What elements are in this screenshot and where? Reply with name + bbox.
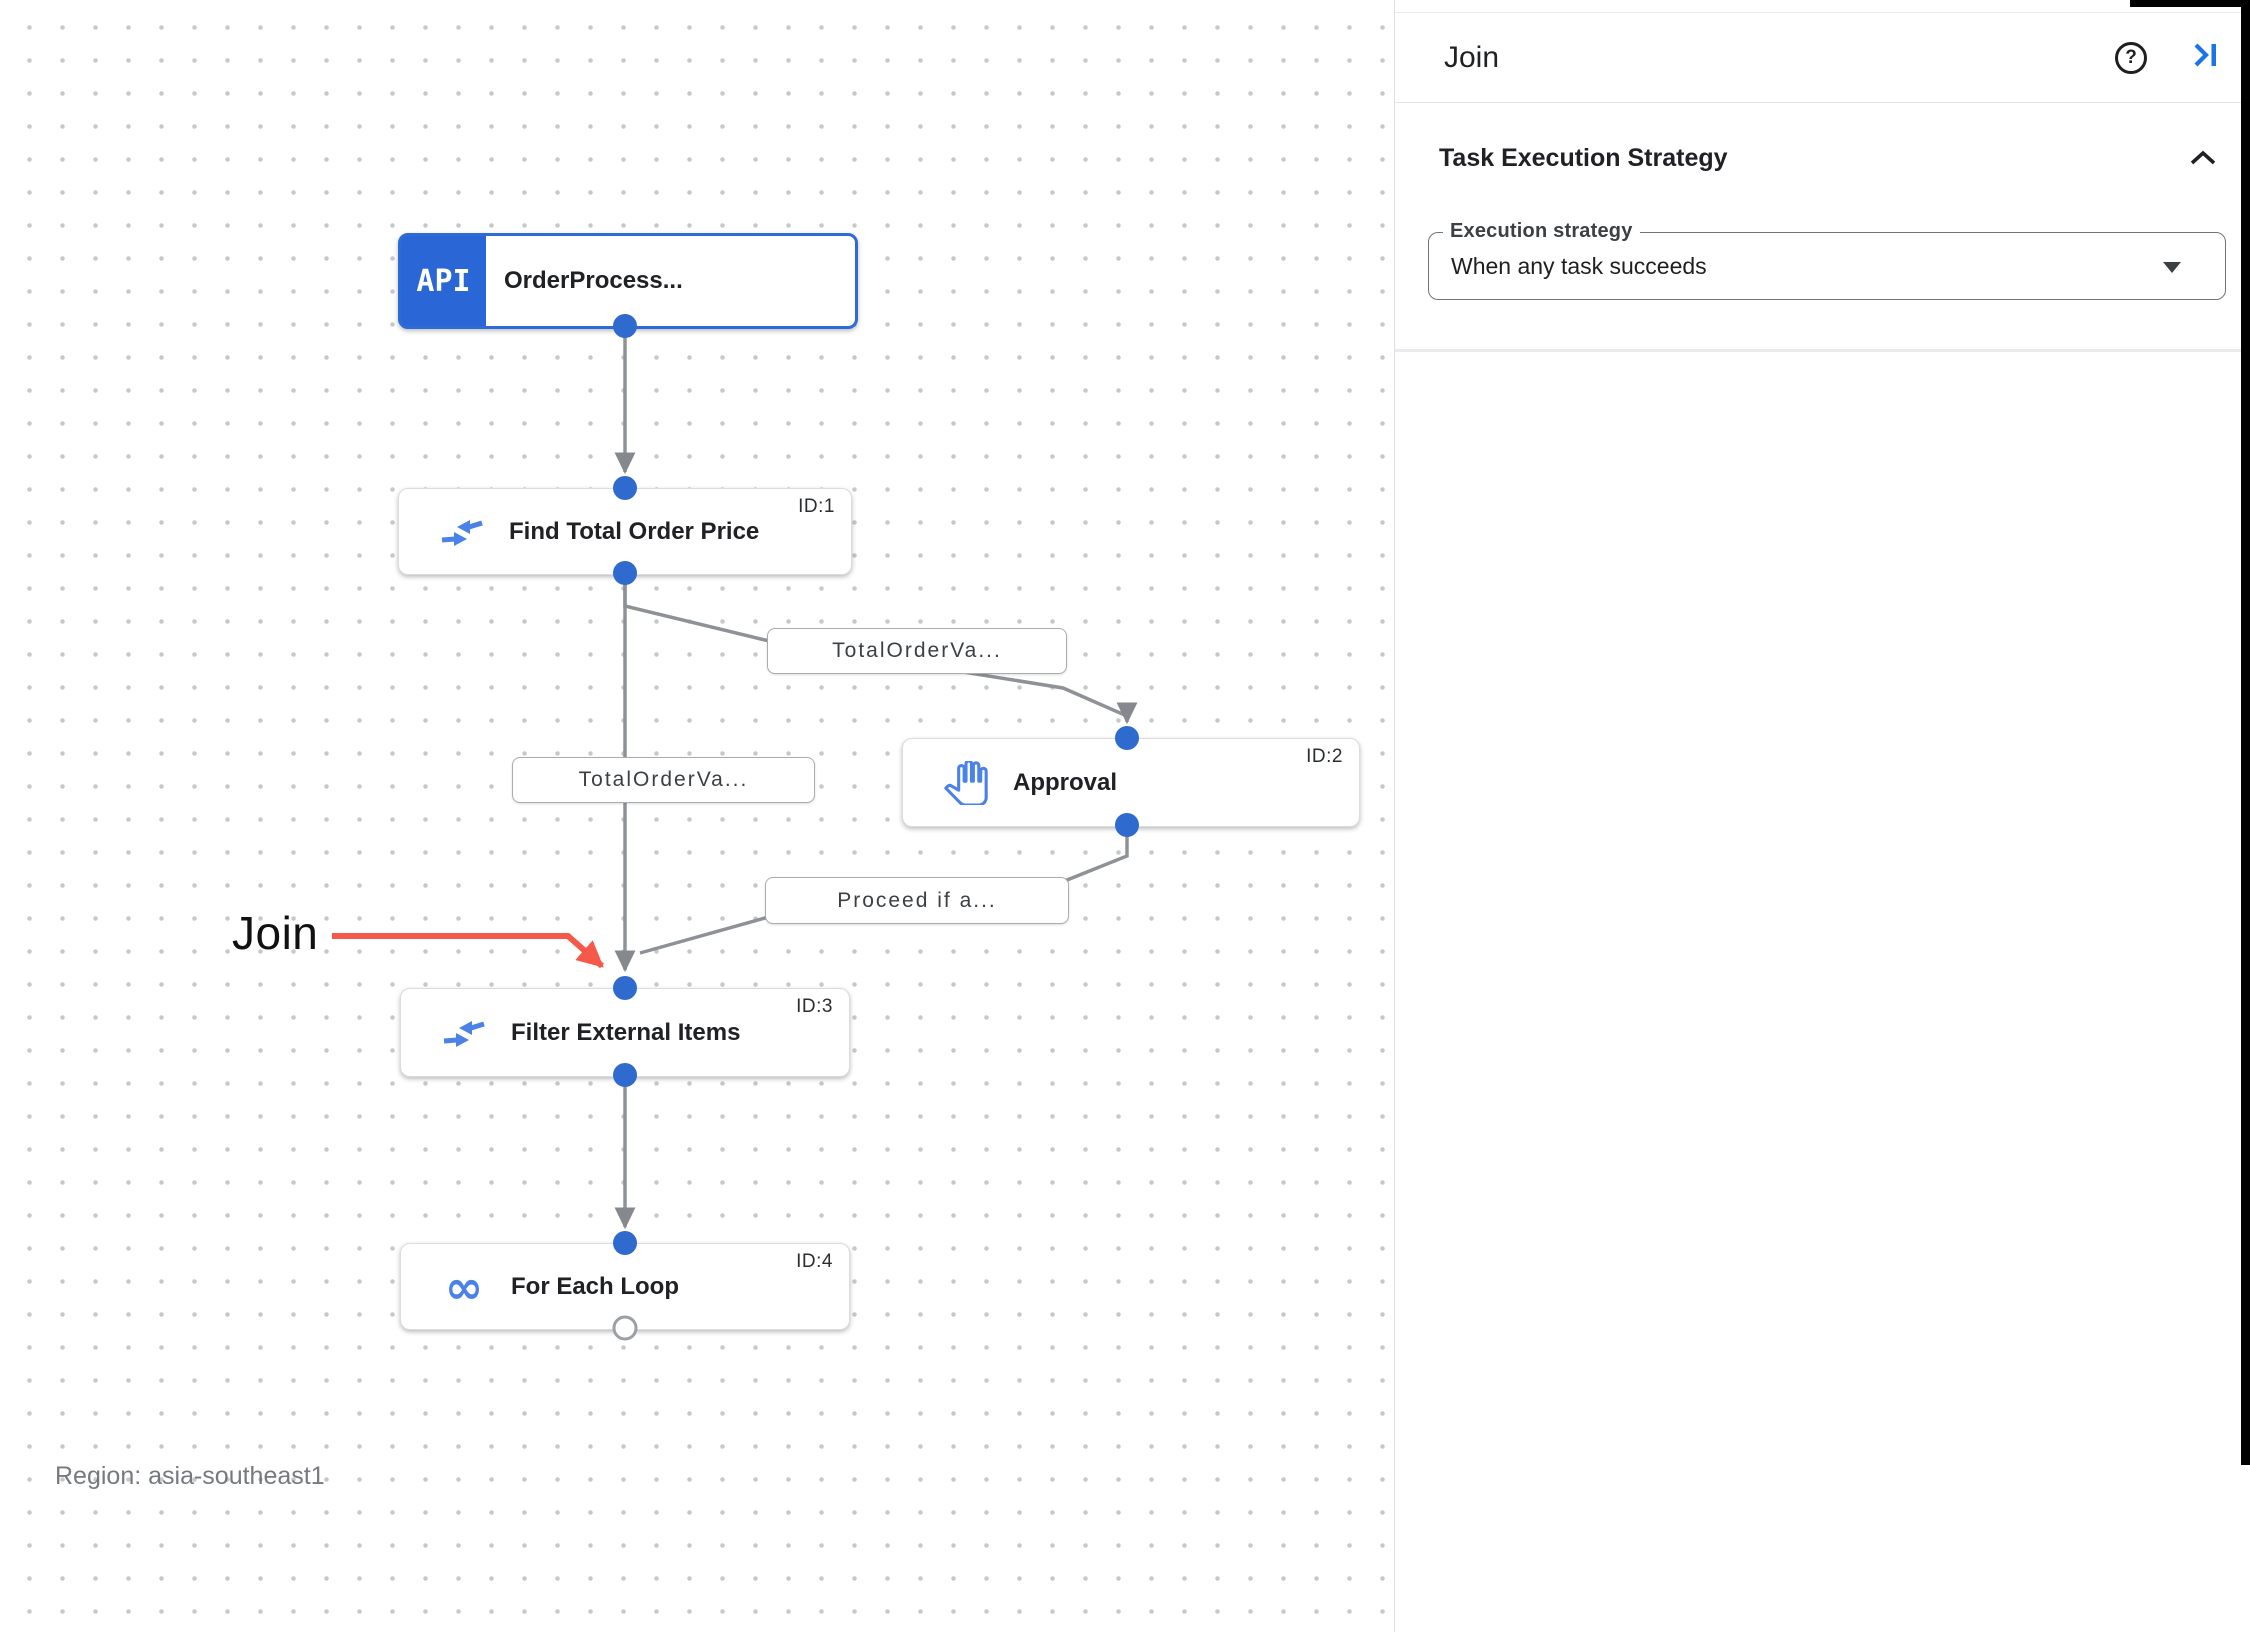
- edge-label-text: Proceed if a...: [837, 888, 997, 912]
- panel-top-divider: [1395, 12, 2250, 13]
- execution-strategy-select[interactable]: Execution strategy When any task succeed…: [1428, 220, 2226, 300]
- workflow-canvas[interactable]: API OrderProcess... ID:1 Find Total Orde…: [0, 0, 1394, 1632]
- node-for-each-loop[interactable]: ID:4 ∞ For Each Loop: [400, 1243, 850, 1330]
- node-id-badge: ID:1: [798, 496, 835, 517]
- node-label: Find Total Order Price: [509, 517, 760, 545]
- help-glyph: ?: [2125, 46, 2137, 68]
- edge-label-text: TotalOrderVa...: [578, 768, 749, 791]
- node-label: OrderProcess...: [504, 267, 683, 294]
- join-annotation-arrow: [332, 933, 604, 969]
- window-edge-right: [2241, 0, 2250, 1465]
- execution-strategy-label: Execution strategy: [1443, 220, 1640, 243]
- edge-label-totalorderva-right[interactable]: TotalOrderVa...: [767, 628, 1067, 674]
- join-annotation-label: Join: [232, 907, 319, 959]
- node-trigger-orderprocess[interactable]: API OrderProcess...: [398, 233, 858, 329]
- node-label: Approval: [1013, 768, 1118, 796]
- edge-label-text: TotalOrderVa...: [832, 639, 1002, 662]
- help-icon[interactable]: ?: [2115, 41, 2147, 74]
- dropdown-caret-icon: [2163, 262, 2181, 273]
- collapse-panel-icon[interactable]: [2193, 41, 2219, 74]
- node-label: Filter External Items: [511, 1018, 741, 1046]
- node-approval[interactable]: ID:2 Approval: [902, 738, 1360, 827]
- panel-title: Join: [1444, 40, 1500, 74]
- node-filter-external-items[interactable]: ID:3 Filter External Items: [400, 988, 850, 1077]
- node-id-badge: ID:3: [796, 996, 833, 1017]
- approval-hand-icon: [941, 760, 991, 805]
- section-title: Task Execution Strategy: [1439, 144, 1728, 172]
- api-trigger-badge: API: [401, 236, 486, 326]
- window-edge-top: [2130, 0, 2250, 7]
- collapse-section-icon[interactable]: [2189, 150, 2217, 171]
- section-divider: [1395, 349, 2250, 352]
- node-id-badge: ID:4: [796, 1251, 833, 1272]
- data-mapping-icon: [437, 516, 487, 548]
- node-find-total-order-price[interactable]: ID:1 Find Total Order Price: [398, 488, 852, 575]
- execution-strategy-value: When any task succeeds: [1451, 252, 1707, 279]
- node-label: For Each Loop: [511, 1272, 679, 1300]
- region-label: Region: asia-southeast1: [55, 1462, 325, 1490]
- edge-label-totalorderva-left[interactable]: TotalOrderVa...: [512, 757, 815, 803]
- data-mapping-icon: [439, 1017, 489, 1049]
- config-panel: Join ? Task Execution Strategy Execut: [1394, 0, 2250, 1632]
- node-id-badge: ID:2: [1306, 746, 1343, 767]
- panel-header: Join ?: [1395, 13, 2250, 103]
- edge-label-proceed-if[interactable]: Proceed if a...: [765, 877, 1069, 924]
- for-each-loop-icon: ∞: [444, 1259, 484, 1314]
